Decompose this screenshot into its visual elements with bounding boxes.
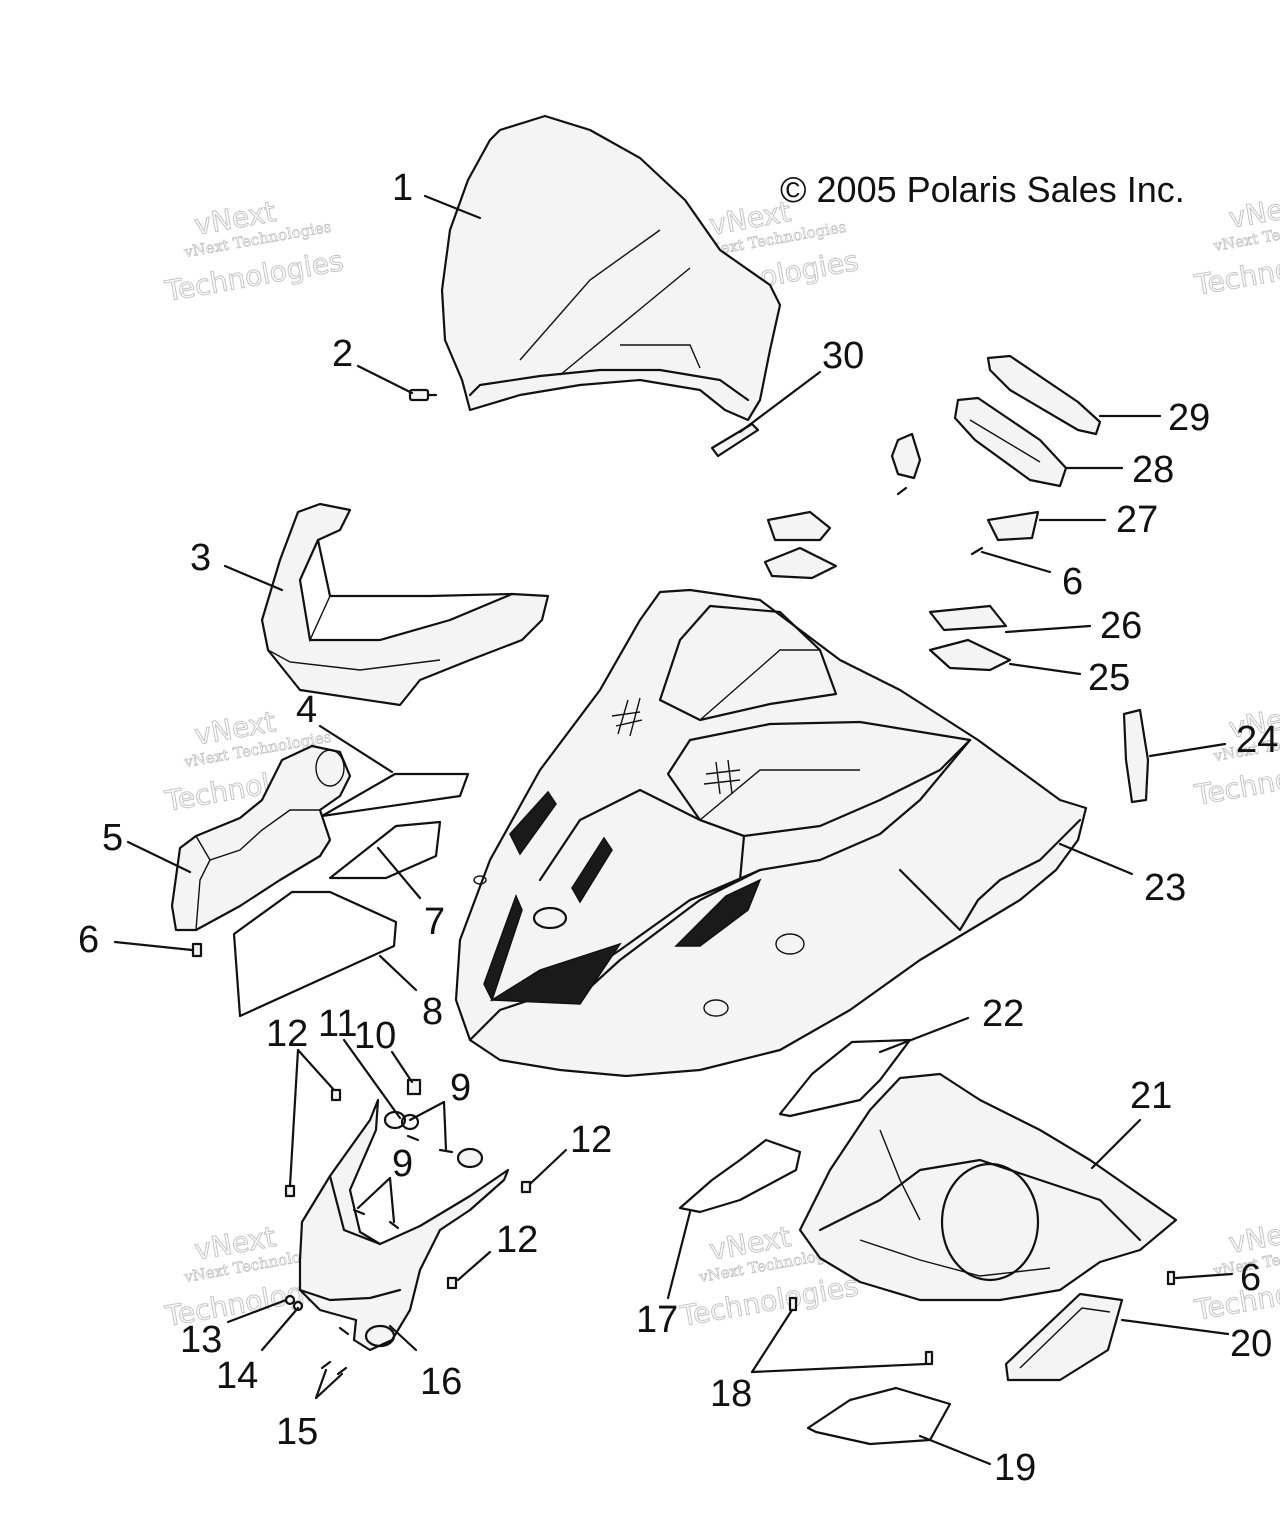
part-2-screw xyxy=(408,388,438,402)
part-6-screw-upper xyxy=(970,546,984,556)
part-hardware-9-10-11-12 xyxy=(284,1078,532,1376)
part-18-screws xyxy=(788,1296,934,1366)
part-6-screw-right xyxy=(1166,1270,1176,1286)
callout-24: 24 xyxy=(1236,719,1278,761)
part-20-pad xyxy=(1004,1292,1124,1382)
callout-4: 4 xyxy=(296,689,317,731)
part-26-vent-cover xyxy=(928,604,1008,632)
callout-6-upper: 6 xyxy=(1062,561,1083,603)
part-22-decal xyxy=(778,1038,912,1118)
part-16-front-nose xyxy=(298,1098,510,1352)
callout-22: 22 xyxy=(982,993,1024,1035)
callout-30: 30 xyxy=(822,335,864,377)
callout-12-right: 12 xyxy=(570,1119,612,1161)
part-19-decal xyxy=(806,1386,952,1446)
part-4-decal xyxy=(320,772,470,818)
part-3-frame xyxy=(260,502,550,707)
callout-14: 14 xyxy=(216,1355,258,1397)
part-29-lens xyxy=(986,354,1102,436)
callout-2: 2 xyxy=(332,333,353,375)
callout-3: 3 xyxy=(190,537,211,579)
callout-15: 15 xyxy=(276,1411,318,1453)
callout-13: 13 xyxy=(180,1319,222,1361)
callout-5: 5 xyxy=(102,817,123,859)
leader-lines xyxy=(113,194,1234,1466)
part-17-decal xyxy=(678,1138,802,1214)
callout-12-left: 12 xyxy=(266,1013,308,1055)
callout-28: 28 xyxy=(1132,449,1174,491)
callout-10: 10 xyxy=(354,1015,396,1057)
callout-19: 19 xyxy=(994,1447,1036,1489)
callout-20: 20 xyxy=(1230,1323,1272,1365)
part-27-cover xyxy=(986,510,1040,542)
part-bracket-small xyxy=(890,432,922,496)
part-6-screw-left xyxy=(191,942,203,958)
part-28-gauge-housing xyxy=(953,396,1068,488)
callout-9-lower: 9 xyxy=(392,1143,413,1185)
callout-labels: 1 2 30 29 28 27 6 26 25 24 23 3 4 5 6 7 … xyxy=(78,167,1278,1489)
callout-9-upper: 9 xyxy=(450,1067,471,1109)
callout-12-lower: 12 xyxy=(496,1219,538,1261)
callout-16: 16 xyxy=(420,1361,462,1403)
watermark-top-right: vNext vNext Technologies Technologies xyxy=(1191,188,1280,303)
callout-25: 25 xyxy=(1088,657,1130,699)
callout-29: 29 xyxy=(1168,397,1210,439)
callout-23: 23 xyxy=(1144,867,1186,909)
callout-27: 27 xyxy=(1116,499,1158,541)
part-8-decal xyxy=(232,890,398,1018)
callout-11: 11 xyxy=(318,1003,357,1045)
callout-26: 26 xyxy=(1100,605,1142,647)
part-vent-upper xyxy=(763,510,838,580)
part-21-belly-pan xyxy=(798,1072,1178,1302)
part-7-decal xyxy=(328,820,442,880)
part-30-strip xyxy=(710,422,760,458)
callout-7: 7 xyxy=(424,901,445,943)
part-23-hood xyxy=(454,588,1088,1078)
part-5-dash-panel xyxy=(170,744,352,932)
callout-6-left: 6 xyxy=(78,919,99,961)
callout-18: 18 xyxy=(710,1373,752,1415)
copyright-notice: © 2005 Polaris Sales Inc. xyxy=(780,169,1185,210)
callout-21: 21 xyxy=(1130,1075,1172,1117)
watermark-bottom-right: vNext vNext Technologies Technologies xyxy=(1191,1213,1280,1328)
watermark-top-left: vNext vNext Technologies Technologies xyxy=(162,195,347,309)
part-windshield xyxy=(440,114,782,422)
callout-1: 1 xyxy=(392,167,413,209)
callout-8: 8 xyxy=(422,991,443,1033)
part-24-handle xyxy=(1122,708,1150,804)
callout-17: 17 xyxy=(636,1299,678,1341)
callout-6-right: 6 xyxy=(1240,1257,1261,1299)
part-25-vent xyxy=(928,638,1012,672)
